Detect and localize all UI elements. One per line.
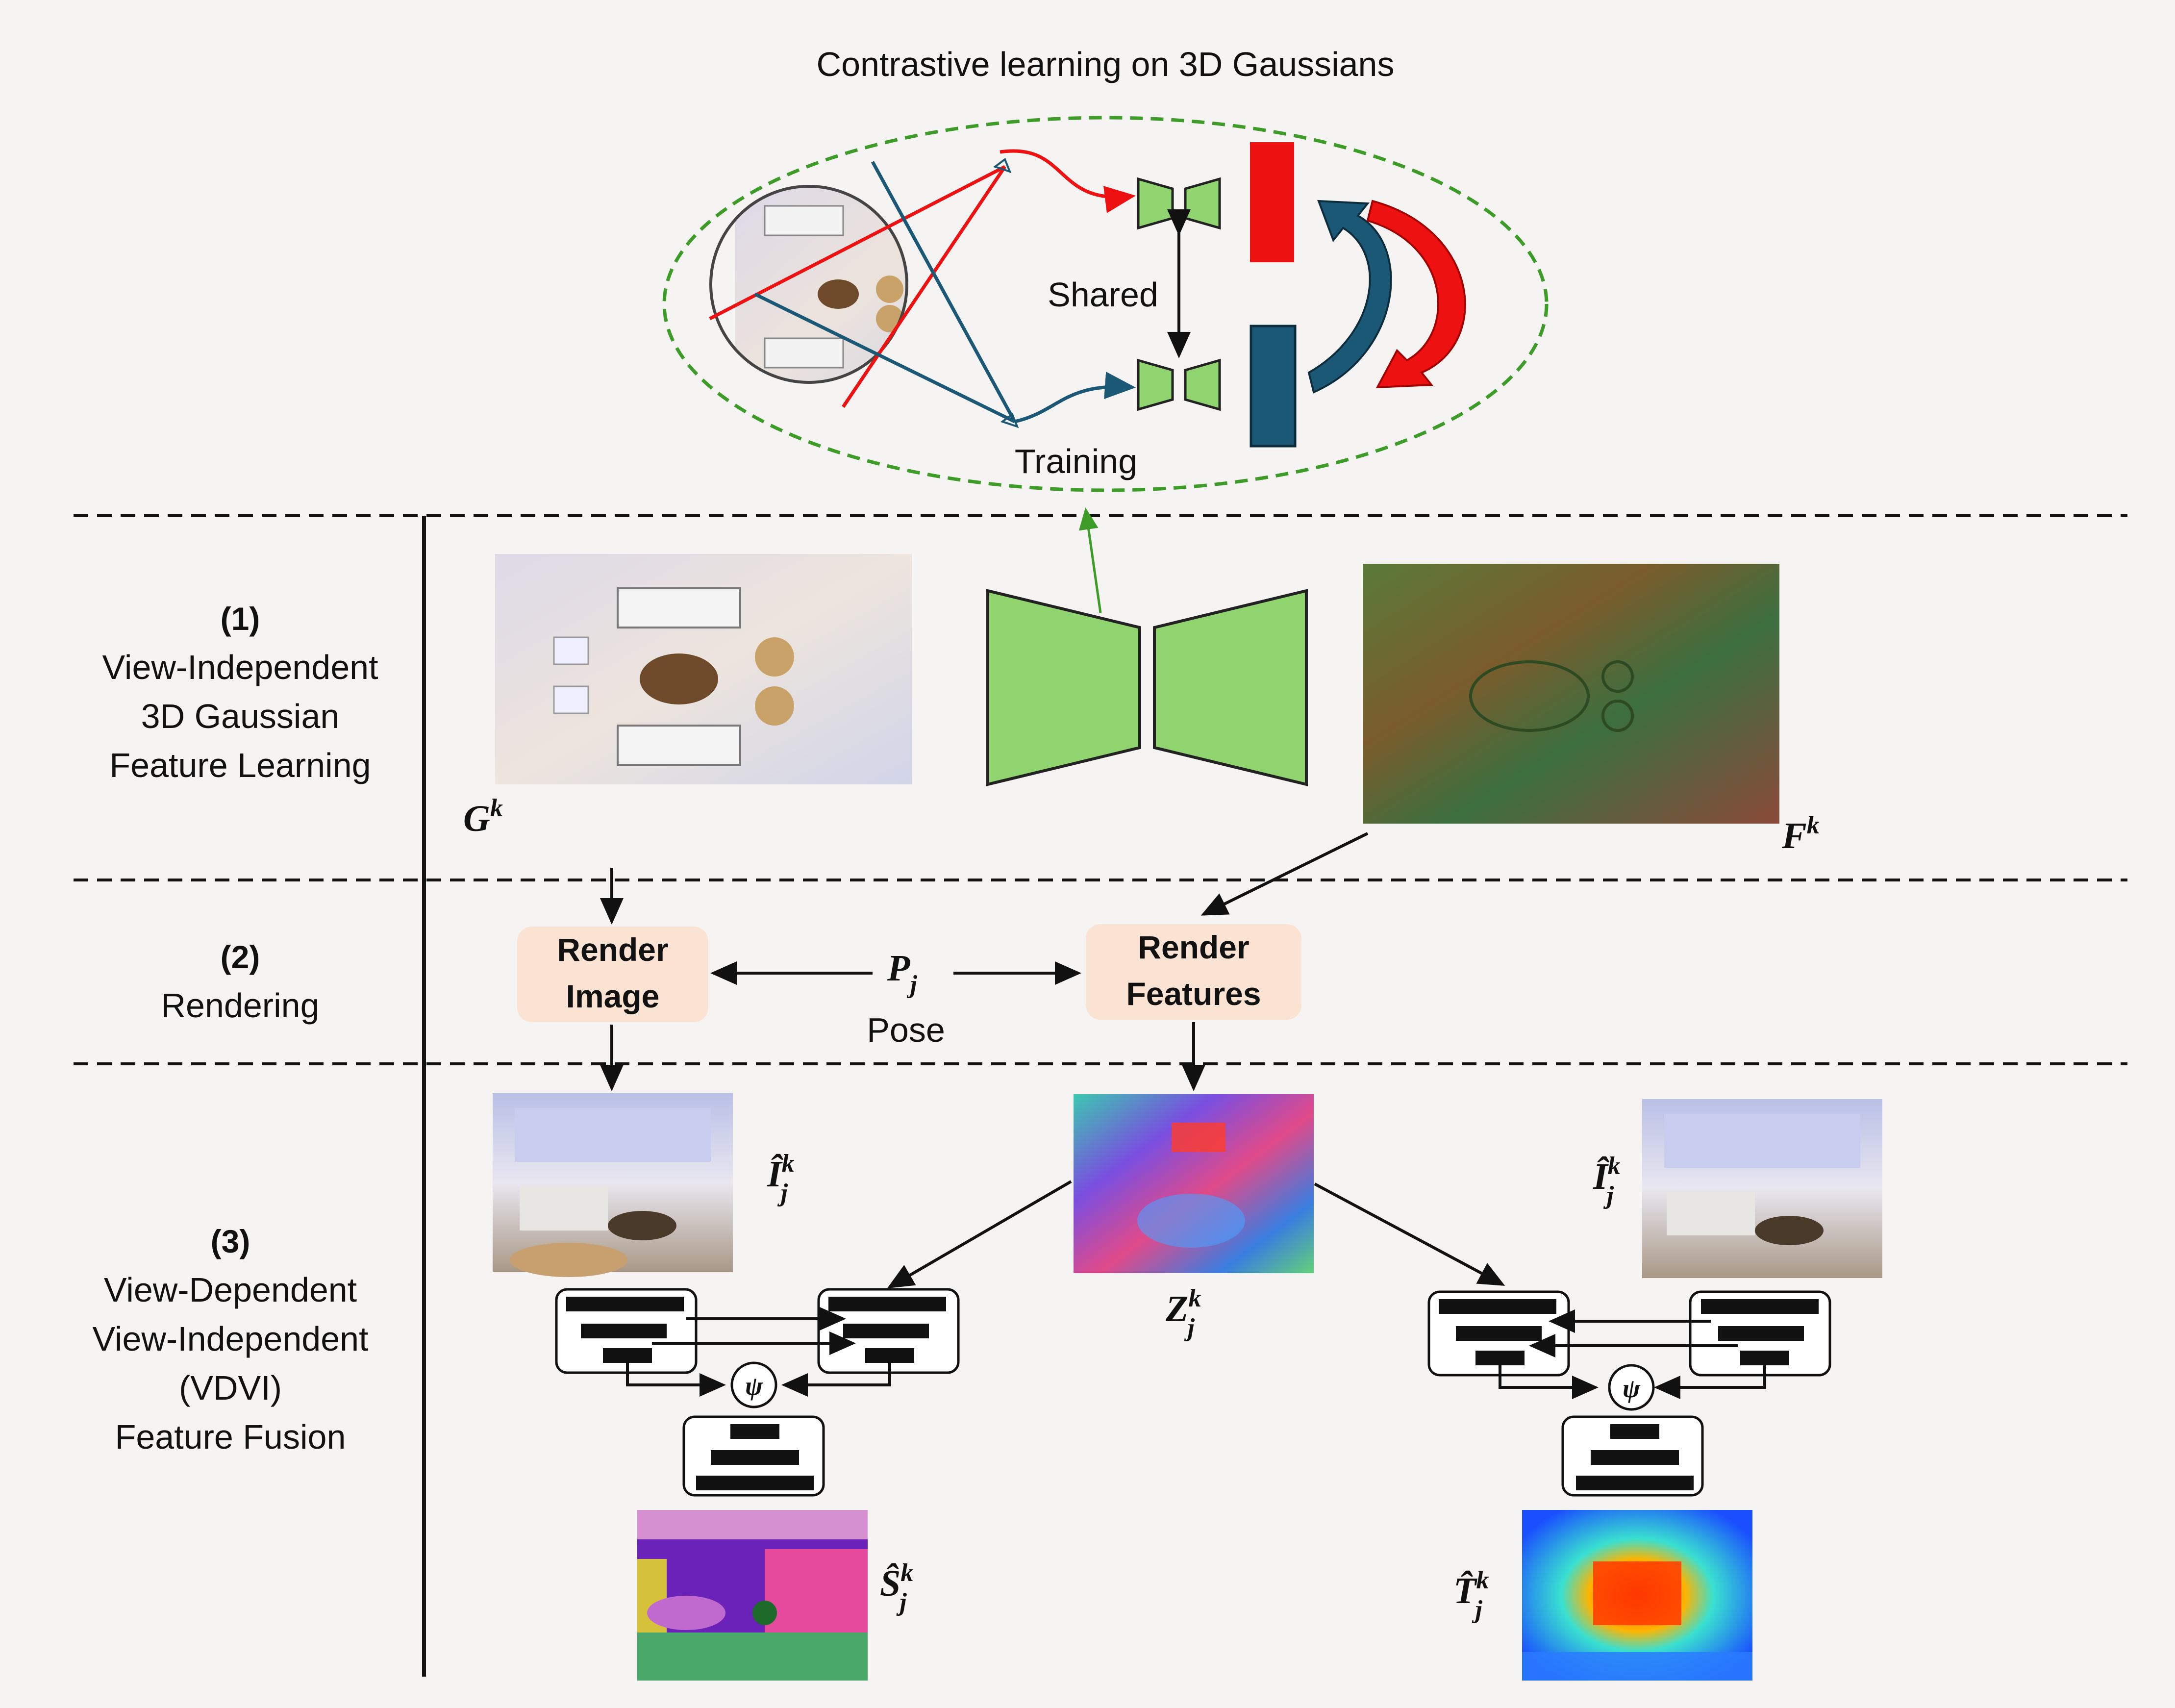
- small-encoder-bottom: [1137, 358, 1221, 411]
- stage-2-label: (2) Rendering: [161, 939, 320, 1025]
- stage-3-label: (3) View-Dependent View-Independent (VDV…: [92, 1223, 368, 1456]
- shared-label: Shared: [1048, 276, 1158, 314]
- gaussians-label: Gk: [463, 794, 503, 839]
- contrastive-ellipse: [662, 116, 1549, 492]
- pose-label: Pose: [867, 1011, 945, 1049]
- rendered-feature-map: [1074, 1094, 1314, 1273]
- svg-text:Render: Render: [1138, 929, 1249, 965]
- svg-text:ψ: ψ: [745, 1371, 763, 1401]
- svg-text:ψ: ψ: [1623, 1374, 1641, 1403]
- depth-fusion-module: ψ: [1427, 1290, 1831, 1497]
- svg-text:(3): (3): [211, 1223, 250, 1259]
- svg-text:Rendering: Rendering: [161, 986, 320, 1025]
- red-feature-vector: [1250, 142, 1294, 262]
- gaussian-feature-field-image: [1363, 564, 1779, 824]
- svg-text:(VDVI): (VDVI): [179, 1369, 282, 1407]
- large-encoder-decoder: [986, 589, 1308, 786]
- svg-text:3D Gaussian: 3D Gaussian: [141, 697, 340, 735]
- seg-fusion-module: ψ: [555, 1288, 960, 1497]
- rendered-image-left: [493, 1093, 733, 1277]
- stage-1-label: (1) View-Independent 3D Gaussian Feature…: [102, 601, 378, 784]
- teal-feature-vector: [1250, 325, 1297, 448]
- small-encoder-top: [1137, 177, 1221, 230]
- pose-symbol: Pj: [887, 948, 917, 999]
- encoder-to-contrastive-arrow: [1078, 507, 1102, 613]
- svg-text:(1): (1): [221, 601, 260, 637]
- svg-text:Features: Features: [1126, 976, 1261, 1012]
- training-label: Training: [1015, 442, 1137, 480]
- depth-output-image: [1522, 1510, 1752, 1681]
- red-view-arrow: [1000, 149, 1136, 213]
- red-camera-rays: [709, 157, 1012, 408]
- gaussian-scene-image: [495, 554, 912, 784]
- svg-text:Feature Learning: Feature Learning: [109, 746, 371, 784]
- contrastive-title: Contrastive learning on 3D Gaussians: [817, 45, 1395, 83]
- gaussian-scene-thumbnail: [709, 185, 908, 384]
- features-to-render-arrow: [1200, 832, 1369, 916]
- svg-text:View-Dependent: View-Dependent: [104, 1271, 357, 1309]
- red-contrastive-arrow: [1366, 200, 1466, 389]
- teal-view-arrow: [1014, 372, 1136, 424]
- feature-to-depth-module-arrow: [1314, 1182, 1505, 1286]
- teal-contrastive-arrow: [1307, 200, 1392, 394]
- svg-text:Image: Image: [566, 978, 660, 1014]
- feature-to-seg-module-arrow: [887, 1180, 1072, 1289]
- render-image-box: Render Image: [517, 927, 708, 1022]
- features-field-label: Fk: [1781, 811, 1820, 856]
- svg-text:Feature Fusion: Feature Fusion: [115, 1418, 346, 1456]
- depth-fusion-op: [1608, 1364, 1655, 1411]
- render-features-box: Render Features: [1086, 924, 1301, 1020]
- svg-text:View-Independent: View-Independent: [102, 648, 378, 686]
- segmentation-output-image: [637, 1510, 868, 1681]
- svg-text:Render: Render: [557, 931, 668, 968]
- svg-text:(2): (2): [221, 939, 260, 975]
- rendered-image-right: [1642, 1099, 1882, 1278]
- svg-text:View-Independent: View-Independent: [92, 1320, 368, 1358]
- seg-fusion-op: [730, 1361, 777, 1408]
